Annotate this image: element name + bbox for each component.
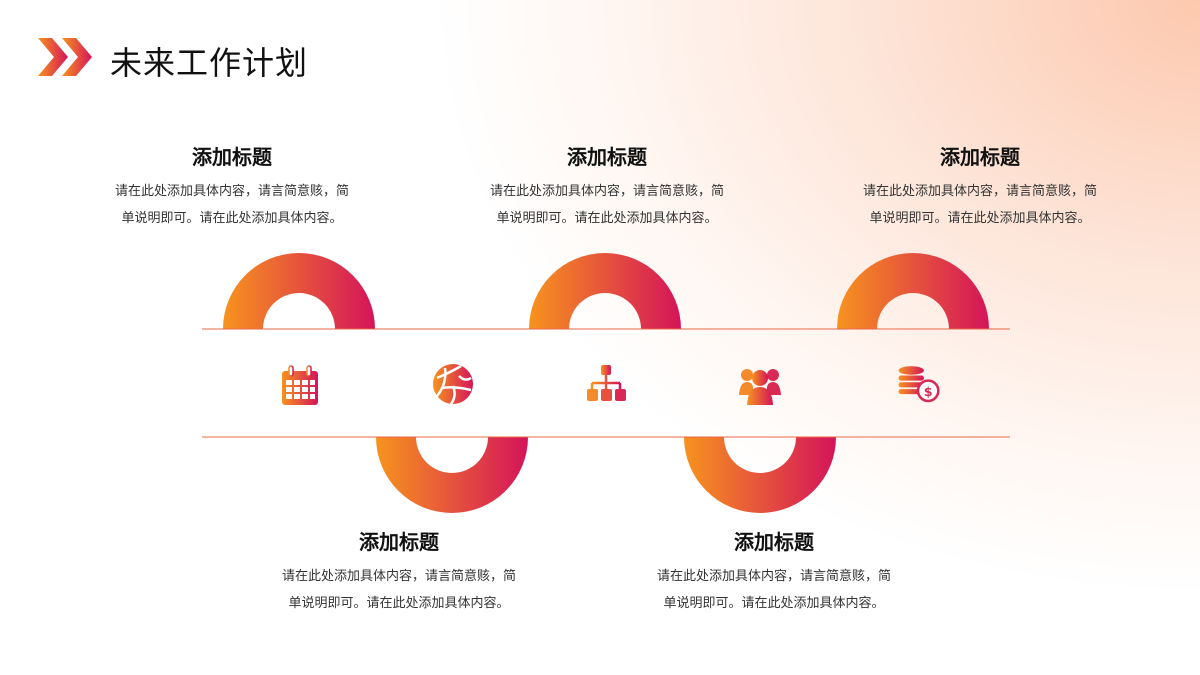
arc-1 [223, 253, 375, 329]
arc-3 [529, 253, 681, 329]
step-body: 请在此处添加具体内容，请言简意赅，简单说明即可。请在此处添加具体内容。 [862, 184, 1097, 226]
step-5-text: 添加标题 请在此处添加具体内容，请言简意赅，简单说明即可。请在此处添加具体内容。 [860, 141, 1100, 232]
step-3-text: 添加标题 请在此处添加具体内容，请言简意赅，简单说明即可。请在此处添加具体内容。 [487, 141, 727, 232]
step-2-text: 添加标题 请在此处添加具体内容，请言简意赅，简单说明即可。请在此处添加具体内容。 [279, 526, 519, 617]
arc-2 [376, 437, 528, 513]
step-title: 添加标题 [567, 145, 647, 169]
step-title: 添加标题 [734, 530, 814, 554]
page-title: 未来工作计划 [110, 44, 309, 82]
step-1-text: 添加标题 请在此处添加具体内容，请言简意赅，简单说明即可。请在此处添加具体内容。 [112, 141, 352, 232]
calendar-icon [282, 365, 318, 405]
step-body: 请在此处添加具体内容，请言简意赅，简单说明即可。请在此处添加具体内容。 [114, 184, 349, 226]
svg-text:$: $ [924, 384, 933, 399]
team-icon [739, 369, 781, 405]
arc-5 [837, 253, 989, 329]
double-chevron-icon [38, 38, 92, 76]
step-body: 请在此处添加具体内容，请言简意赅，简单说明即可。请在此处添加具体内容。 [489, 184, 724, 226]
org-chart-icon [587, 365, 626, 401]
step-title: 添加标题 [940, 145, 1020, 169]
coins-dollar-icon: $ [898, 366, 940, 403]
globe-icon [433, 364, 473, 405]
step-4-text: 添加标题 请在此处添加具体内容，请言简意赅，简单说明即可。请在此处添加具体内容。 [654, 526, 894, 617]
arc-4 [684, 437, 836, 513]
step-title: 添加标题 [192, 145, 272, 169]
step-body: 请在此处添加具体内容，请言简意赅，简单说明即可。请在此处添加具体内容。 [656, 569, 891, 611]
step-title: 添加标题 [359, 530, 439, 554]
step-body: 请在此处添加具体内容，请言简意赅，简单说明即可。请在此处添加具体内容。 [281, 569, 516, 611]
